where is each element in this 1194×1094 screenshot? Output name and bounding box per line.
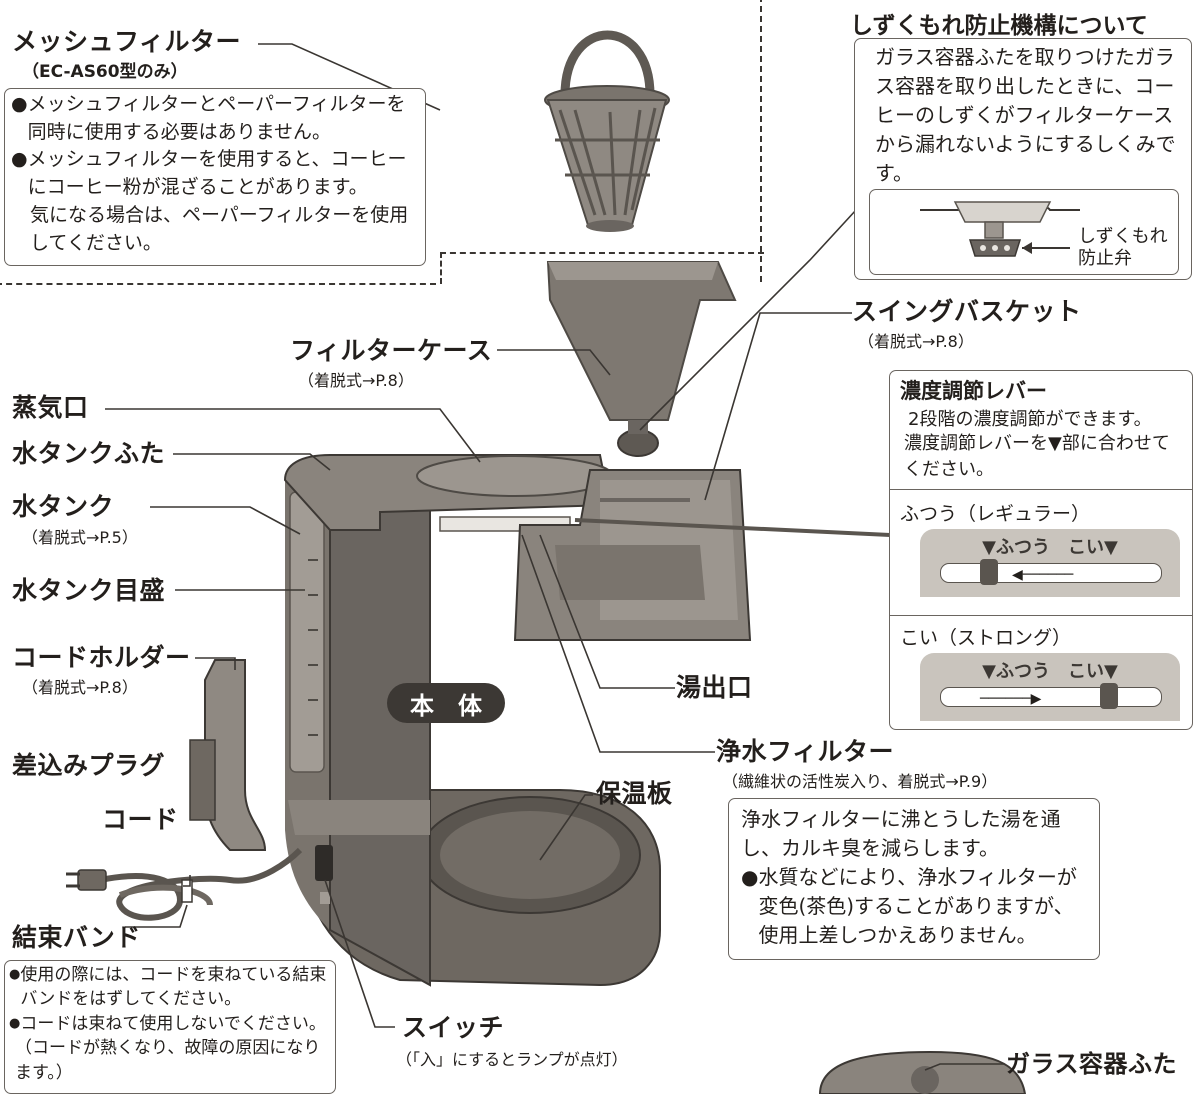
valve-label-1: しずくもれ — [1078, 226, 1168, 247]
cord-note-3: （コードが熱くなり、故障の原因になります。） — [15, 1038, 321, 1083]
dial-regular-knob — [980, 559, 998, 585]
swing-basket-illustration — [513, 469, 752, 641]
label-tank-sub: （着脱式→P.5） — [22, 528, 138, 547]
filter-case-illustration — [546, 261, 737, 457]
dial-strong: ▼ふつう こい▼ ──────▶ — [920, 653, 1180, 721]
mesh-filter-illustration — [544, 30, 670, 232]
label-plug: 差込みプラグ — [12, 751, 166, 780]
mesh-filter-dashed-bottom-right — [440, 252, 764, 284]
label-filter-case: フィルターケース — [290, 336, 493, 365]
arrow-right-icon: ──────▶ — [980, 691, 1042, 707]
strength-regular-label: ふつう（レギュラー） — [900, 503, 1091, 525]
cord-note-2: コードは束ねて使用しないでください。 — [20, 1013, 326, 1034]
label-tank: 水タンク — [12, 492, 115, 521]
mesh-filter-note-2a: メッシュフィルターを使用すると、コーヒーにコーヒー粉が混ざることがあります。 — [27, 148, 407, 199]
coffee-maker-body-illustration — [283, 454, 661, 987]
dial-strong-knob — [1100, 683, 1118, 709]
strength-desc-1: 2段階の濃度調節ができます。 — [908, 409, 1152, 430]
label-outlet: 湯出口 — [676, 673, 753, 702]
strength-title: 濃度調節レバー — [900, 379, 1047, 403]
cord-illustration — [66, 847, 303, 921]
purifier-box: 浄水フィルターに沸とうした湯を通し、カルキ臭を減らします。 ●水質などにより、浄… — [728, 798, 1100, 960]
purifier-box-note: 水質などにより、浄水フィルターが変色(茶色)することがありますが、使用上差しつか… — [758, 865, 1077, 947]
cord-notes-box: ●使用の際には、コードを束ねている結束バンドをはずしてください。 ●コードは束ね… — [4, 960, 336, 1094]
label-purifier-sub: （繊維状の活性炭入り、着脱式→P.9） — [722, 772, 998, 791]
arrow-left-icon: ◀────── — [1012, 567, 1074, 583]
dial-regular: ▼ふつう こい▼ ◀────── — [920, 529, 1180, 597]
cord-note-1: 使用の際には、コードを束ねている結束バンドをはずしてください。 — [20, 965, 327, 1010]
label-swing-basket: スイングバスケット — [852, 297, 1082, 326]
drip-valve-inset: しずくもれ 防止弁 — [869, 189, 1179, 275]
label-steam-vent: 蒸気口 — [12, 393, 89, 422]
mesh-filter-dashed-frame — [0, 0, 762, 282]
mesh-filter-note-1: メッシュフィルターとペーパーフィルターを同時に使用する必要はありません。 — [27, 93, 406, 143]
mesh-filter-note-2b: 気になる場合は、ペーパーフィルターを使用してください。 — [30, 203, 409, 254]
leader-lines — [105, 43, 1004, 1071]
glass-lid-illustration — [818, 1050, 1027, 1094]
label-band: 結束バンド — [12, 923, 141, 952]
label-cord-holder-sub: （着脱式→P.8） — [22, 678, 138, 697]
dial-strong-text: ▼ふつう こい▼ — [982, 661, 1118, 682]
strength-lever-box: 濃度調節レバー 2段階の濃度調節ができます。 濃度調節レバーを▼部に合わせてくだ… — [889, 370, 1193, 730]
mesh-filter-subtitle: （EC-AS60型のみ） — [22, 62, 188, 82]
mesh-filter-dashed-bottom — [0, 283, 436, 285]
label-glass-lid: ガラス容器ふた — [1006, 1050, 1178, 1078]
label-filter-case-sub: （着脱式→P.8） — [298, 371, 414, 390]
label-cord-holder: コードホルダー — [12, 643, 191, 672]
label-body: 本 体 — [410, 691, 482, 720]
mesh-filter-note-box: ●メッシュフィルターとペーパーフィルターを同時に使用する必要はありません。 ●メ… — [4, 88, 426, 266]
strength-strong-label: こい（ストロング） — [900, 627, 1072, 649]
label-tank-lid: 水タンクふた — [12, 439, 166, 468]
drip-box: ガラス容器ふたを取りつけたガラス容器を取り出したときに、コーヒーのしずくがフィル… — [854, 38, 1192, 280]
drip-box-text: ガラス容器ふたを取りつけたガラス容器を取り出したときに、コーヒーのしずくがフィル… — [875, 45, 1176, 185]
dial-regular-text: ▼ふつう こい▼ — [982, 537, 1118, 558]
label-body-pill: 本 体 — [387, 683, 505, 723]
cord-holder-illustration — [189, 659, 267, 851]
label-switch-sub: （「入」にするとランプが点灯） — [396, 1050, 628, 1069]
page-title: しずくもれ防止機構について — [850, 13, 1148, 39]
label-cord: コード — [102, 805, 179, 834]
strength-desc-2: 濃度調節レバーを▼部に合わせてください。 — [904, 433, 1170, 481]
drip-valve-illustration — [920, 201, 1080, 257]
label-purifier: 浄水フィルター — [716, 737, 895, 766]
valve-label-2: 防止弁 — [1078, 248, 1132, 269]
label-tank-scale: 水タンク目盛 — [12, 576, 166, 605]
mesh-filter-title: メッシュフィルター — [12, 27, 242, 56]
label-warmer: 保温板 — [596, 779, 673, 808]
label-swing-basket-sub: （着脱式→P.8） — [858, 332, 974, 351]
purifier-box-text: 浄水フィルターに沸とうした湯を通し、カルキ臭を減らします。 — [741, 807, 1061, 860]
label-switch: スイッチ — [402, 1013, 505, 1042]
